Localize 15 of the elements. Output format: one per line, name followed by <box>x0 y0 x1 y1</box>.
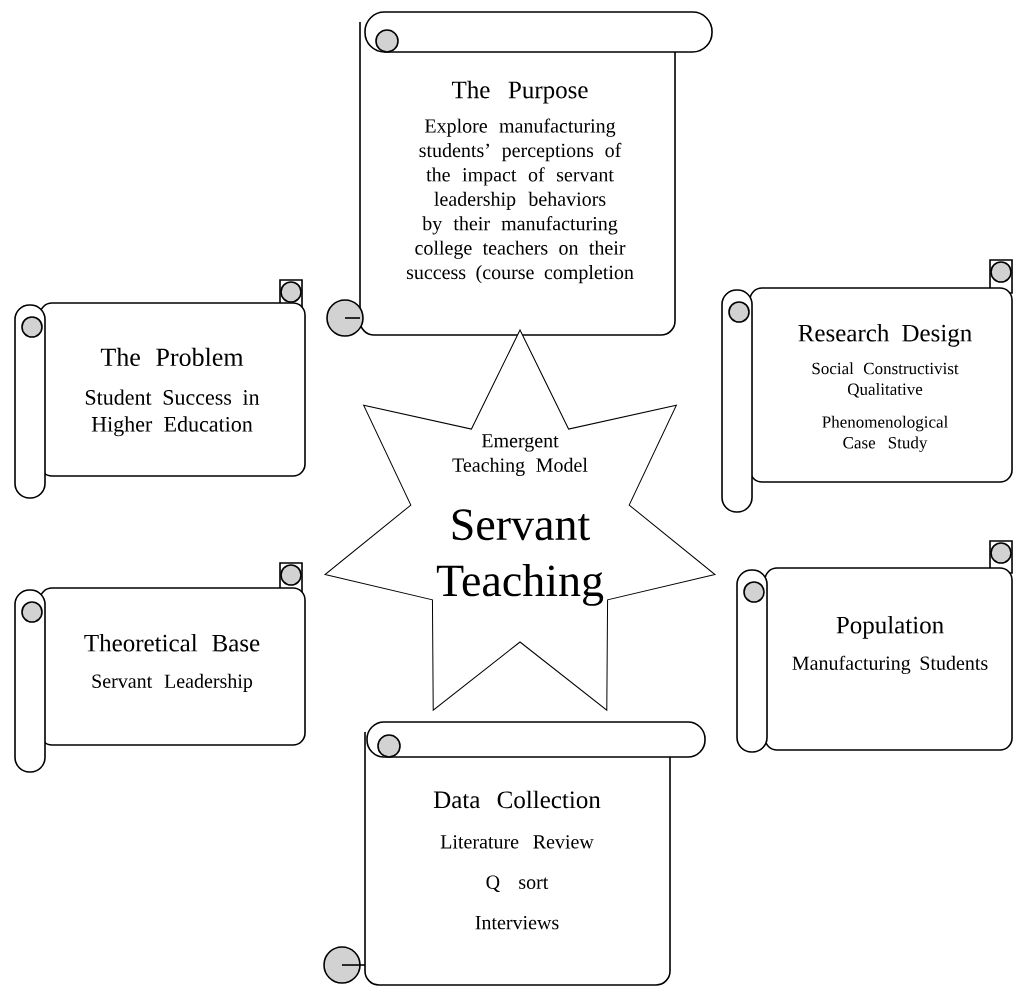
node-label: Q sort <box>486 875 549 893</box>
node-label: Literature Review <box>440 835 594 849</box>
node-label: Data Collection <box>433 790 601 809</box>
node-label: Research Design <box>798 324 972 347</box>
node-label: Interviews <box>475 915 559 930</box>
scroll: The Purpose Explore manufacturing students’ perceptions of the impact of servant leadership behaviors by their manufacturing college teachers on their success (course completion <box>326 11 713 337</box>
node-label: Social Constructivist Qualitative <box>812 362 959 398</box>
scroll: Data Collection Literature Review Q sort Interviews <box>323 721 706 986</box>
scroll: The Problem Student Success in Higher Education <box>14 279 306 499</box>
node-label: Population <box>836 615 944 639</box>
scroll: Population Manufacturing Students <box>736 540 1013 753</box>
scroll: Research Design Social Constructivist Qualitative Phenomenological Case Study <box>721 259 1013 513</box>
node-label: Manufacturing Students <box>792 655 988 675</box>
node-label: Phenomenological Case Study <box>822 415 948 452</box>
scroll: Theoretical Base Servant Leadership <box>14 562 306 773</box>
